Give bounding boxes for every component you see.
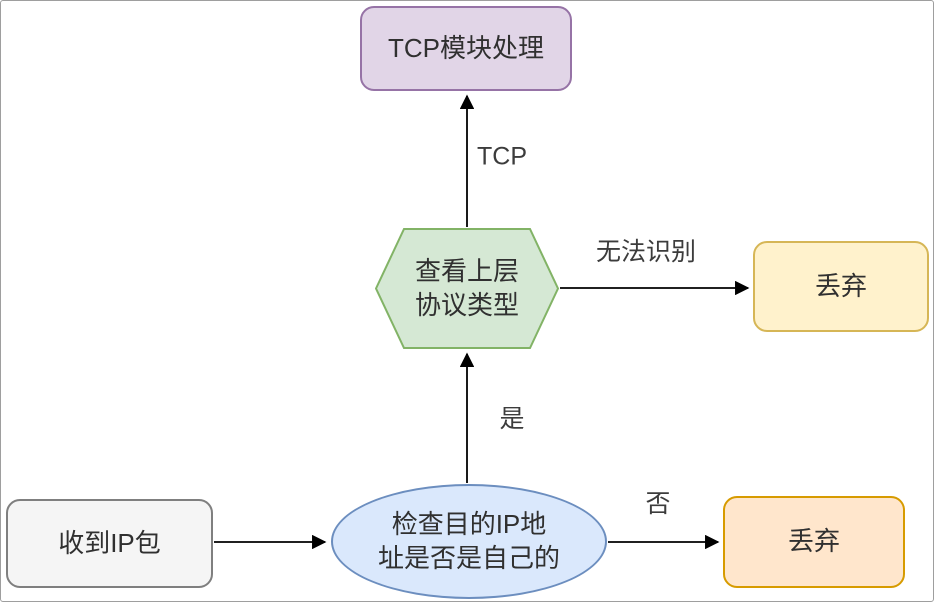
node-check-protocol-label: 查看上层 协议类型 — [414, 255, 519, 320]
node-tcp-module-label: TCP模块处理 — [387, 32, 544, 63]
node-discard-not-mine: 丢弃 — [723, 496, 905, 588]
node-check-protocol: 查看上层 协议类型 — [375, 228, 559, 349]
edge-label-no: 否 — [643, 484, 673, 520]
node-check-ip-label: 检查目的IP地 址是否是自己的 — [377, 508, 560, 573]
node-check-ip: 检查目的IP地 址是否是自己的 — [331, 484, 607, 599]
node-discard-unknown-label: 丢弃 — [814, 270, 867, 301]
node-receive-ip: 收到IP包 — [6, 499, 213, 588]
node-tcp-module: TCP模块处理 — [360, 6, 572, 91]
node-discard-unknown: 丢弃 — [753, 241, 929, 332]
edge-label-yes: 是 — [497, 399, 527, 435]
edge-label-tcp: TCP — [475, 142, 529, 172]
node-receive-ip-label: 收到IP包 — [58, 527, 161, 558]
hexagon-shape — [375, 228, 559, 349]
edge-label-unknown: 无法识别 — [593, 232, 699, 268]
node-discard-not-mine-label: 丢弃 — [787, 526, 840, 557]
